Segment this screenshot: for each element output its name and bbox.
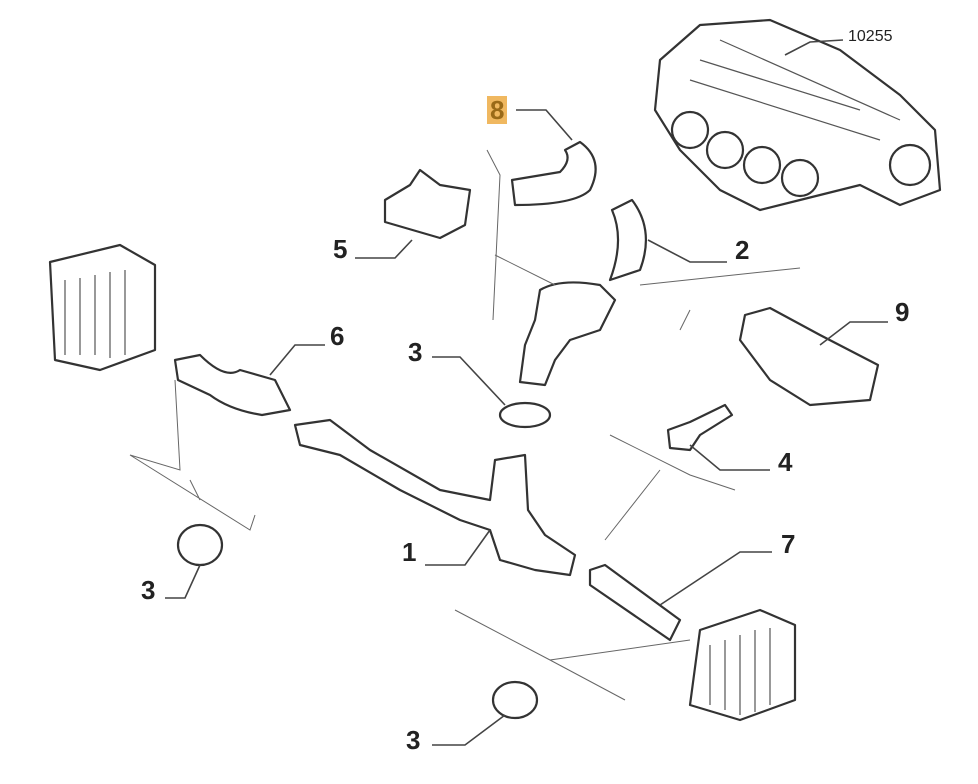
callout-2[interactable]: 2 (735, 235, 750, 265)
callout-5[interactable]: 5 (333, 234, 348, 264)
clamp-3-left (176, 523, 224, 567)
callout-8[interactable]: 8 (487, 96, 508, 124)
reference-number: 10255 (848, 28, 893, 45)
callout-4[interactable]: 4 (778, 447, 793, 477)
pipe-1 (293, 418, 577, 577)
callout-3-top[interactable]: 3 (408, 337, 423, 367)
clamp-3 (498, 401, 552, 429)
callout-7[interactable]: 7 (781, 529, 796, 559)
callout-9[interactable]: 9 (895, 297, 910, 327)
callout-1[interactable]: 1 (402, 537, 417, 567)
bolt-4 (666, 403, 734, 452)
hose-7 (588, 563, 682, 642)
clamp-3-bottom (491, 680, 539, 720)
engine-intake-manifold (653, 18, 942, 212)
hose-2 (608, 198, 647, 282)
hose-8 (510, 140, 597, 207)
heater-core-right (688, 608, 797, 722)
hose-6 (173, 353, 292, 417)
callout-3-bottom[interactable]: 3 (406, 725, 421, 755)
bracket-5 (383, 168, 472, 240)
callout-6[interactable]: 6 (330, 321, 345, 351)
sensor-9 (738, 306, 880, 407)
callout-3-left[interactable]: 3 (141, 575, 156, 605)
leader-lines (165, 39, 888, 746)
heater-core-left (48, 243, 157, 372)
thermostat-housing (518, 281, 617, 387)
